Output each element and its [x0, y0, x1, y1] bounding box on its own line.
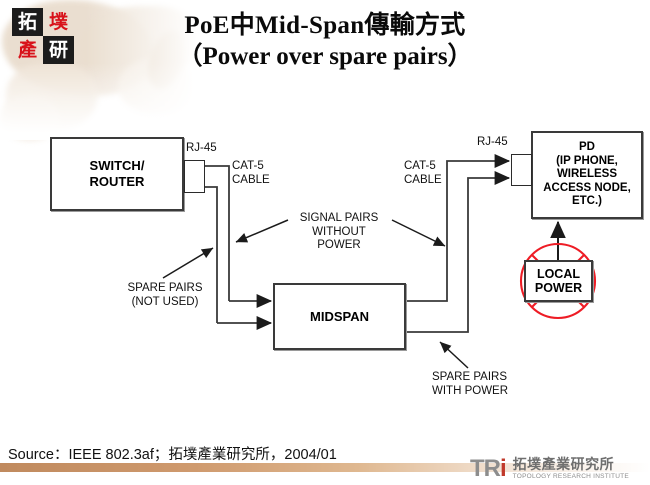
local-power-box: LOCAL POWER: [524, 260, 593, 302]
label-rj45-right: RJ-45: [477, 136, 508, 148]
rj45-jack-right-icon: [511, 154, 532, 186]
label-cat5-right: CAT-5 CABLE: [404, 160, 442, 186]
label-spare-pairs-not-used: SPARE PAIRS (NOT USED): [127, 282, 203, 308]
source-citation: Source：IEEE 802.3af；拓墣產業研究所，2004/01: [8, 447, 337, 463]
title-line-1: PoE中Mid-Span傳輸方式: [184, 12, 466, 39]
title-line-2: （Power over spare pairs）: [177, 43, 473, 70]
switch-router-box: SWITCH/ ROUTER: [50, 137, 184, 211]
footer-logo-zh: 拓墣產業研究所: [512, 456, 615, 473]
rj45-jack-left-icon: [184, 160, 205, 193]
label-spare-pairs-with-power: SPARE PAIRS WITH POWER: [432, 371, 509, 397]
pd-box: PD (IP PHONE, WIRELESS ACCESS NODE, ETC.…: [531, 131, 643, 219]
midspan-box: MIDSPAN: [273, 283, 406, 350]
tri-footer-logo: TRi 拓墣產業研究所 TOPOLOGY RESEARCH INSTITUTE: [470, 452, 629, 482]
footer-logo-wordmark: TRi: [470, 455, 507, 482]
footer-logo-i: i: [500, 455, 507, 482]
poe-midspan-diagram: SWITCH/ ROUTER PD (IP PHONE, WIRELESS AC…: [0, 120, 650, 430]
footer-accent-bar: [0, 463, 650, 472]
label-signal-pairs: SIGNAL PAIRS WITHOUT POWER: [299, 212, 379, 251]
label-rj45-left: RJ-45: [186, 142, 217, 154]
page-title: PoE中Mid-Span傳輸方式 （Power over spare pairs…: [0, 10, 650, 72]
label-cat5-left: CAT-5 CABLE: [232, 160, 270, 186]
footer-logo-en: TOPOLOGY RESEARCH INSTITUTE: [512, 472, 629, 480]
